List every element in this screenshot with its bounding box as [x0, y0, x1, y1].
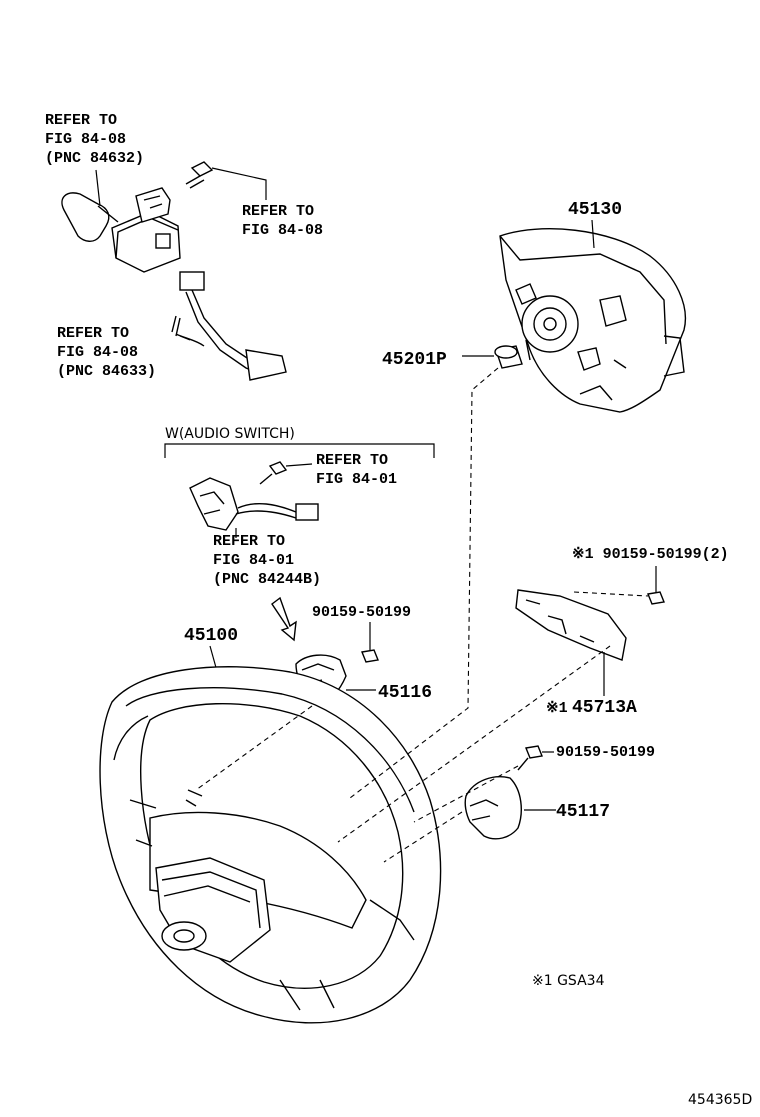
callout-combo-switch: REFER TO FIG 84-08 (PNC 84632) [45, 112, 144, 167]
callout-combo-bolt: REFER TO FIG 84-08 [242, 203, 323, 239]
callout-combo-switch-line3: (PNC 84632) [45, 150, 144, 167]
callout-audio-switch: REFER TO FIG 84-01 (PNC 84244B) [213, 533, 321, 588]
callout-combo-bolt-line2: FIG 84-08 [242, 222, 323, 239]
callout-combo-harness-line1: REFER TO [57, 325, 129, 342]
callout-audio-switch-line1: REFER TO [213, 533, 285, 550]
bracket-screw-drawing [573, 566, 665, 605]
label-airbag: 45130 [568, 200, 622, 220]
label-bracket-prefix: ※1 [546, 700, 568, 717]
label-cover-upper: 45116 [378, 683, 432, 703]
callout-combo-harness-line2: FIG 84-08 [57, 344, 138, 361]
callout-combo-bolt-line1: REFER TO [242, 203, 314, 220]
label-bracket-screw: ※1 90159-50199(2) [572, 546, 729, 563]
label-screw-upper: 90159-50199 [312, 604, 411, 621]
callout-combo-harness-line3: (PNC 84633) [57, 363, 156, 380]
diagram-code: 454365D [688, 1092, 752, 1108]
callout-audio-switch-line2: FIG 84-01 [213, 552, 294, 569]
callout-combo-switch-line1: REFER TO [45, 112, 117, 129]
airbag-collar-drawing [462, 345, 523, 369]
label-cover-lower: 45117 [556, 802, 610, 822]
lower-cover-drawing [464, 776, 556, 840]
label-screw-lower: 90159-50199 [556, 744, 655, 761]
label-wheel: 45100 [184, 626, 238, 646]
footnote: ※1 GSA34 [532, 973, 605, 989]
audio-group-label: W(AUDIO SWITCH) [165, 426, 295, 442]
bracket-drawing [515, 589, 627, 696]
label-airbag-collar: 45201P [382, 350, 447, 370]
airbag-assembly-drawing [499, 219, 686, 413]
callout-combo-harness: REFER TO FIG 84-08 (PNC 84633) [57, 325, 156, 380]
callout-combo-switch-line2: FIG 84-08 [45, 131, 126, 148]
combination-switch-drawing [61, 161, 287, 381]
callout-audio-bolt: REFER TO FIG 84-01 [316, 452, 397, 488]
upper-screw-drawing [361, 622, 379, 663]
alignment-lines [195, 367, 611, 863]
audio-switch-group: W(AUDIO SWITCH) [164, 426, 435, 642]
callout-audio-bolt-line1: REFER TO [316, 452, 388, 469]
steering-wheel-drawing [99, 645, 442, 1024]
callout-audio-switch-line3: (PNC 84244B) [213, 571, 321, 588]
label-bracket: 45713A [572, 698, 637, 718]
callout-audio-bolt-line2: FIG 84-01 [316, 471, 397, 488]
lower-screw-drawing [517, 745, 554, 771]
